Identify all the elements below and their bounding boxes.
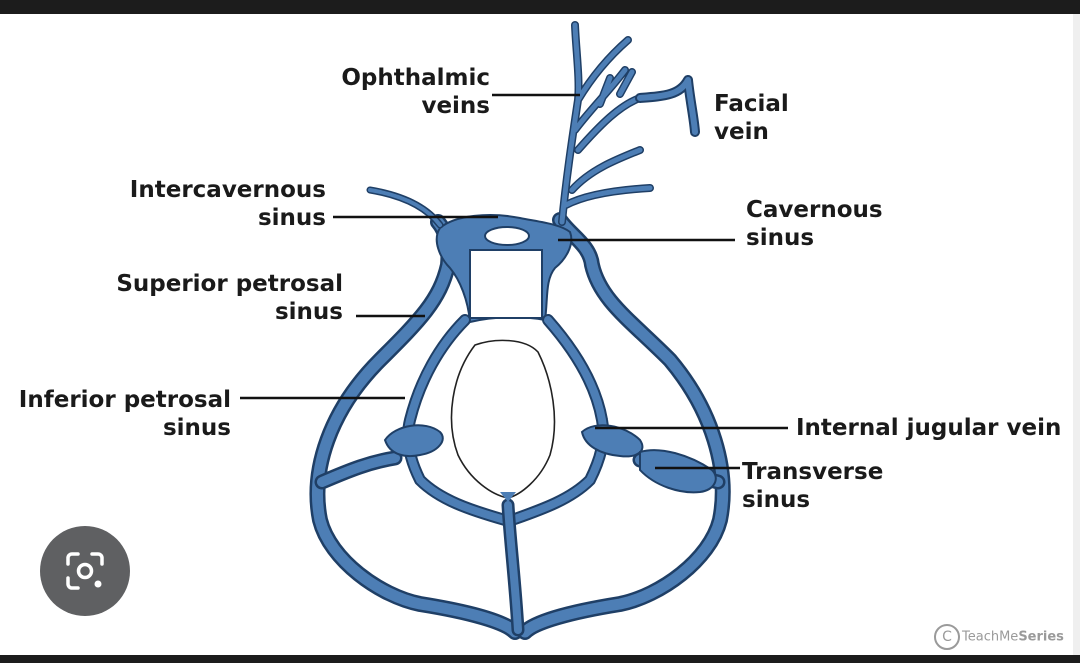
bottom-bar [0,655,1080,663]
jugular-bulb-right [580,424,644,458]
cavernous-hole [469,249,543,319]
top-bar [0,0,1080,14]
lower-drainage-fill [504,501,522,634]
lens-search-button[interactable] [40,526,130,616]
intercavernous-loop [484,226,530,246]
brainstem-outline [450,339,556,499]
sphenoparietal-branch [366,186,444,229]
transverse-bulb-right [639,449,717,494]
side-strip [1073,14,1080,655]
facial-vein-fill [637,77,698,135]
leader-lines [240,93,788,470]
jugular-bulb-left [383,424,444,458]
sphenoparietal-branch-fill [368,188,442,227]
camera-lens-icon [66,552,104,590]
copyright-icon: C [934,624,960,650]
dural-sinus-diagram [240,21,788,640]
label-internal-jugular-vein: Internal jugular vein [796,415,1062,441]
brainstem-notch [500,492,516,502]
ophthalmic-veins-fill [559,22,653,225]
